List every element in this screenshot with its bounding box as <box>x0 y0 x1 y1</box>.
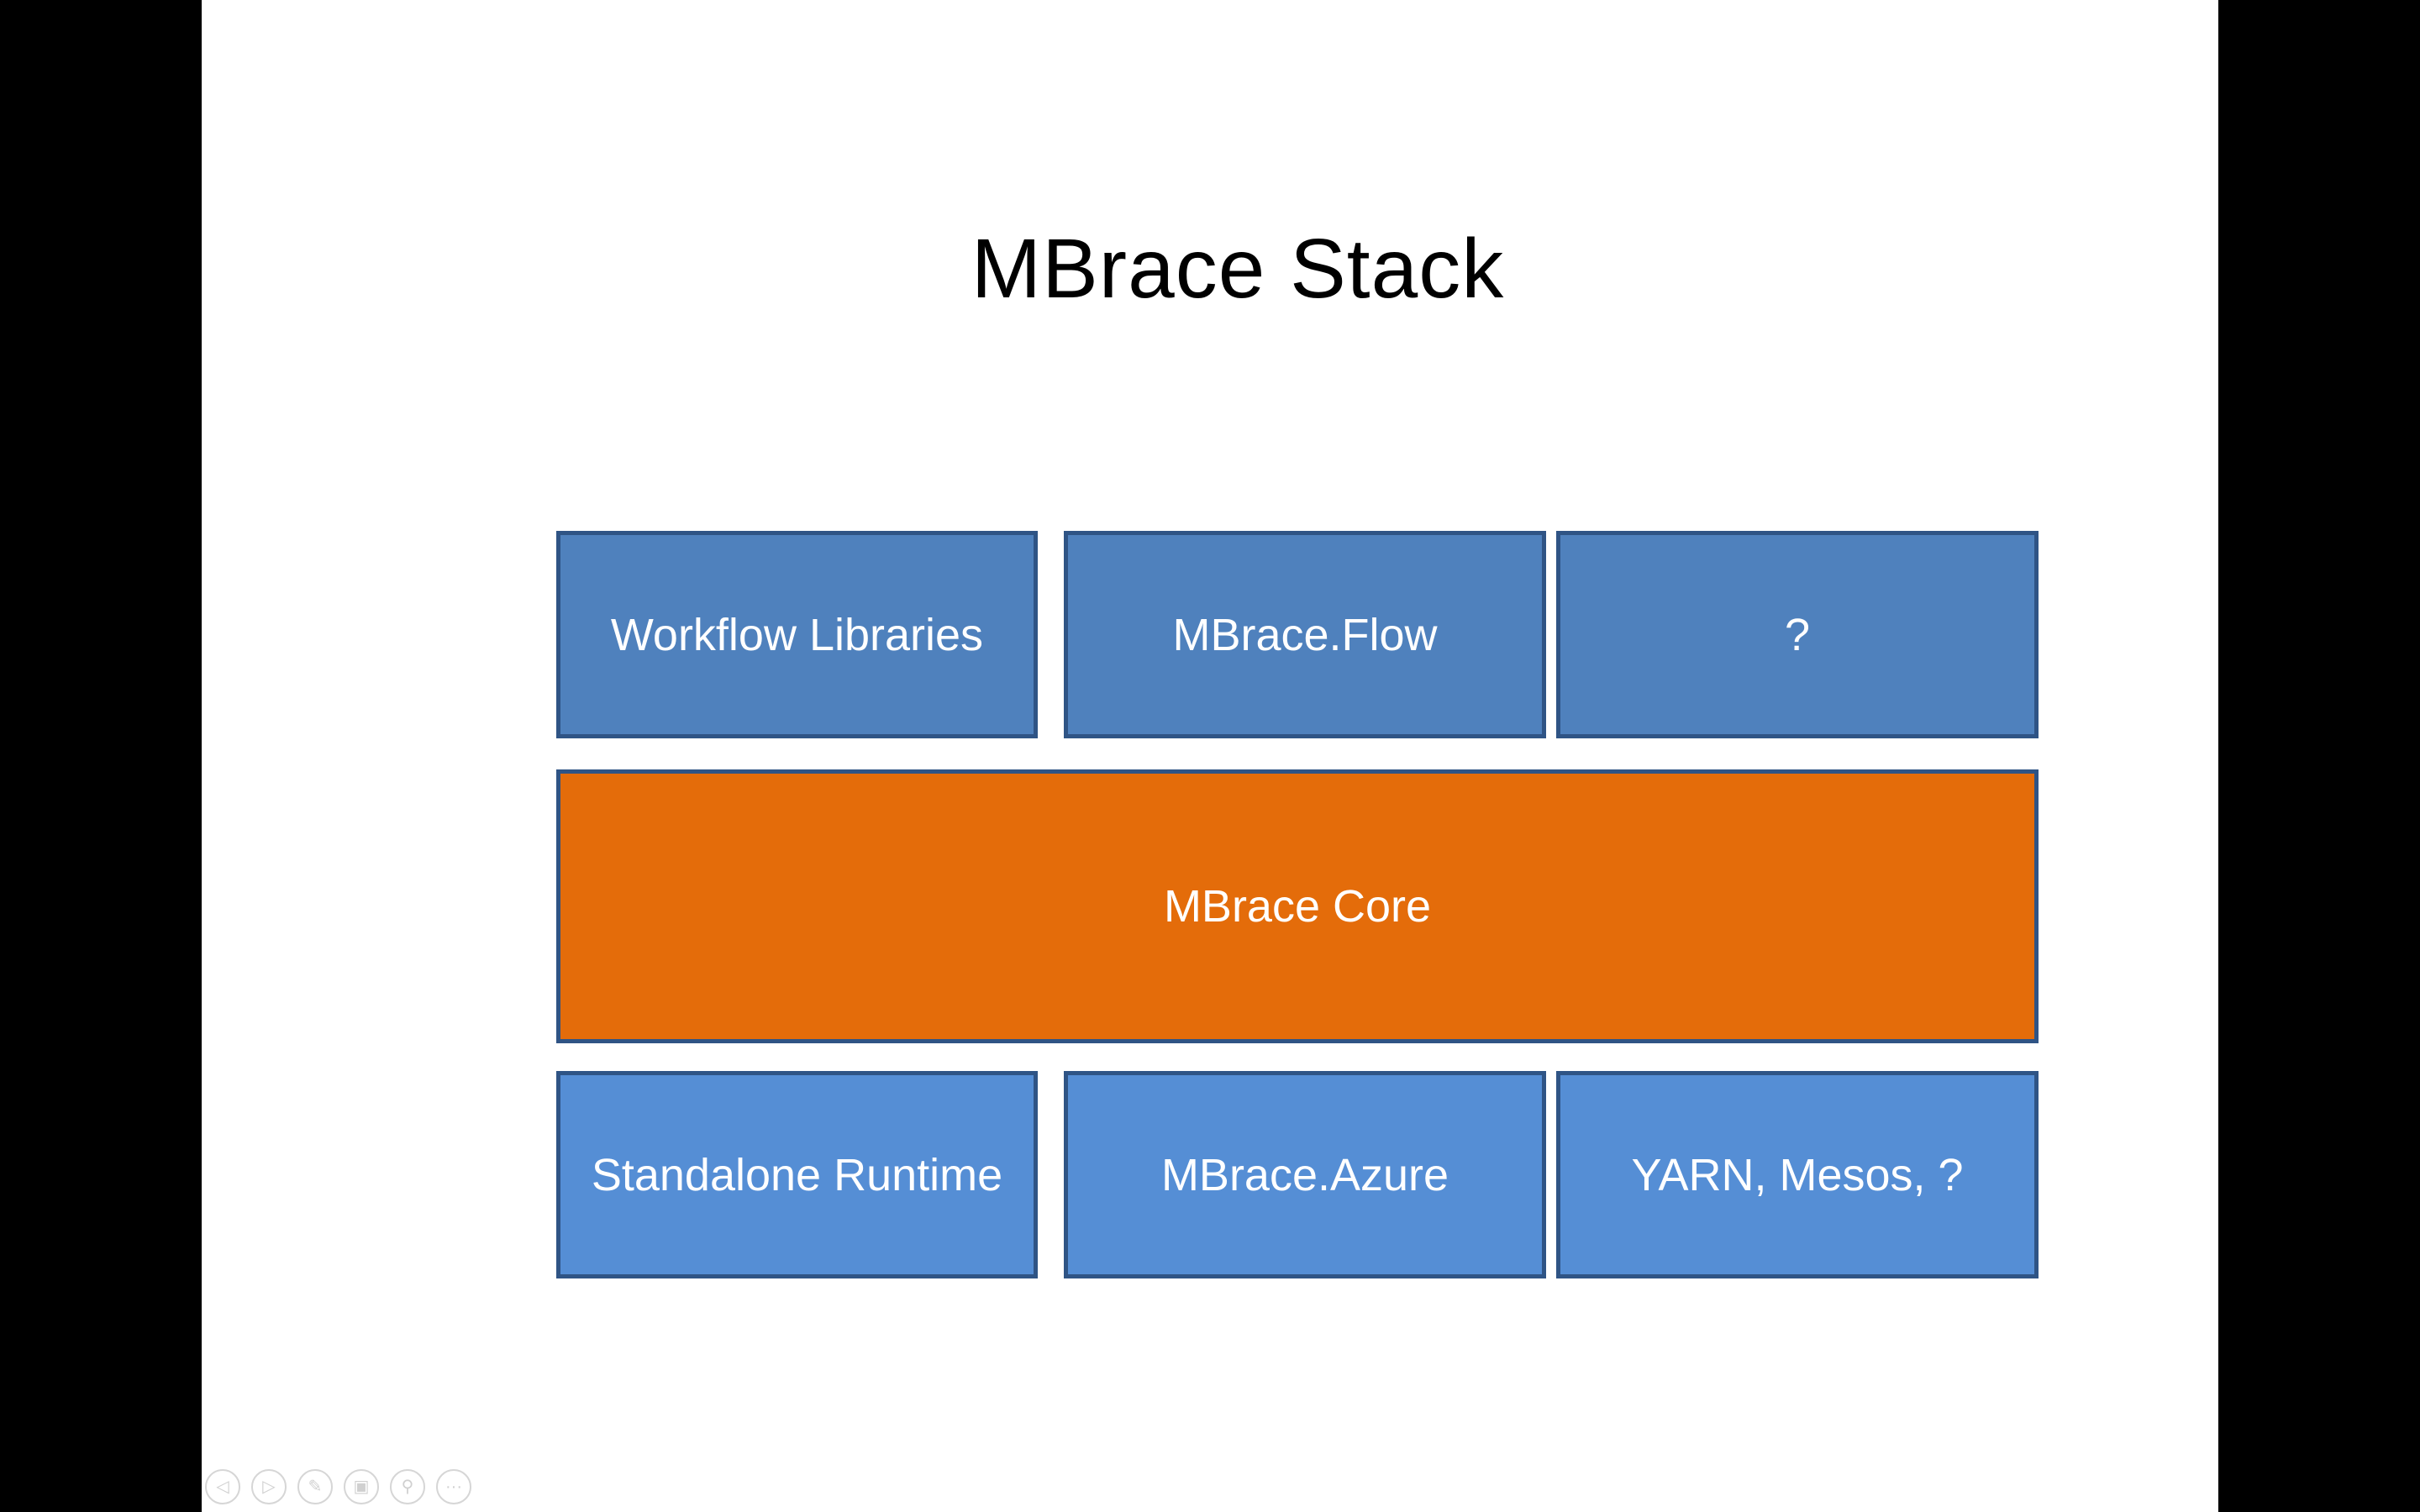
unknown-workflow-box: ? <box>1556 531 2039 738</box>
presenter-toolbar: ◁ ▷ ✎ ▣ ⚲ ··· <box>205 1468 471 1505</box>
more-icon[interactable]: ··· <box>436 1469 471 1504</box>
mbrace-core-box: MBrace Core <box>556 769 2039 1043</box>
yarn-mesos-box: YARN, Mesos, ? <box>1556 1071 2039 1278</box>
pen-icon[interactable]: ✎ <box>297 1469 333 1504</box>
zoom-icon[interactable]: ⚲ <box>390 1469 425 1504</box>
mbrace-flow-box: MBrace.Flow <box>1064 531 1546 738</box>
standalone-runtime-box: Standalone Runtime <box>556 1071 1038 1278</box>
mbrace-azure-box: MBrace.Azure <box>1064 1071 1546 1278</box>
previous-icon[interactable]: ◁ <box>205 1469 240 1504</box>
slides-icon[interactable]: ▣ <box>344 1469 379 1504</box>
slide-title: MBrace Stack <box>971 222 1505 316</box>
next-icon[interactable]: ▷ <box>251 1469 287 1504</box>
slide-canvas: MBrace Stack Workflow Libraries MBrace.F… <box>202 0 2218 1512</box>
workflow-libraries-box: Workflow Libraries <box>556 531 1038 738</box>
